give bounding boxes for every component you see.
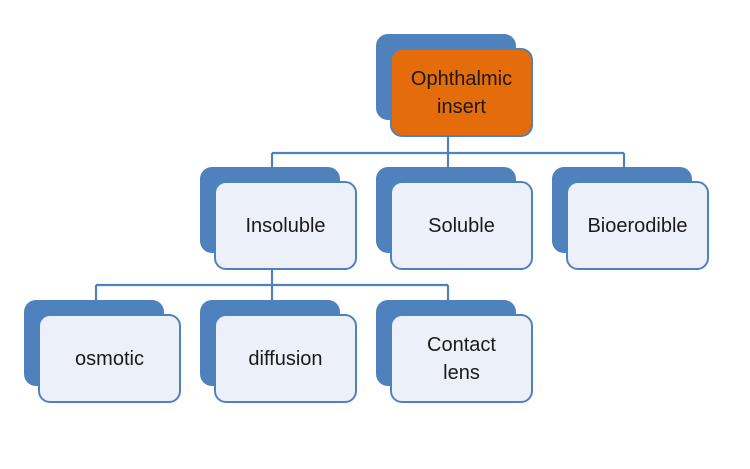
node-label: Soluble xyxy=(390,181,533,270)
node-label: osmotic xyxy=(38,314,181,403)
node-label: Ophthalmic insert xyxy=(390,48,533,137)
node-ophthalmic-insert: Ophthalmic insert xyxy=(376,34,533,137)
node-soluble: Soluble xyxy=(376,167,533,270)
node-insoluble: Insoluble xyxy=(200,167,357,270)
node-label: Bioerodible xyxy=(566,181,709,270)
node-label: Contact lens xyxy=(390,314,533,403)
node-osmotic: osmotic xyxy=(24,300,181,403)
node-bioerodible: Bioerodible xyxy=(552,167,709,270)
node-diffusion: diffusion xyxy=(200,300,357,403)
node-label: Insoluble xyxy=(214,181,357,270)
node-contact-lens: Contact lens xyxy=(376,300,533,403)
node-label: diffusion xyxy=(214,314,357,403)
